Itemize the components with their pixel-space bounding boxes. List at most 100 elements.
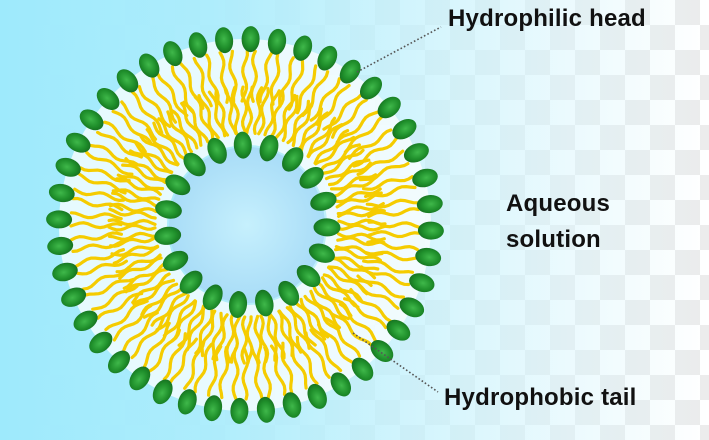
lipid-head	[241, 26, 260, 53]
lipid-tail	[285, 306, 311, 350]
lipid-tail	[85, 151, 134, 176]
lipid-head	[403, 143, 429, 163]
lipid-tail	[367, 207, 420, 219]
lipid-head	[377, 96, 401, 119]
lipid-tail	[150, 291, 188, 327]
leader-line-head	[356, 26, 442, 73]
lipid-tail	[335, 110, 380, 144]
lipid-head	[96, 87, 120, 111]
lipid-tail	[185, 304, 206, 352]
lipid-head	[386, 319, 411, 341]
lipid-tail	[327, 265, 373, 287]
lipid-tail	[349, 288, 392, 323]
lipid-head	[412, 168, 438, 188]
lipid-head	[313, 218, 341, 237]
label-hydrophilic-head: Hydrophilic head	[448, 5, 646, 32]
lipid-tail	[331, 256, 377, 280]
lipid-tail	[367, 230, 421, 239]
lipid-tail	[73, 187, 126, 203]
lipid-head	[392, 118, 417, 140]
lipid-tail	[258, 51, 274, 104]
lipid-head	[89, 331, 113, 354]
lipid-head	[116, 69, 139, 93]
lipid-head	[230, 397, 249, 424]
lipid-tail	[205, 53, 220, 106]
lipid-tail	[313, 129, 350, 165]
lipid-tail	[358, 162, 410, 182]
lipid-tail	[335, 191, 383, 209]
lipid-tail	[253, 314, 263, 365]
lipid-tail	[230, 315, 242, 364]
lipid-tail	[157, 117, 188, 158]
lipid-tail	[69, 211, 123, 221]
lipid-tail	[299, 111, 329, 153]
lipid-tail	[230, 85, 240, 136]
lipid-tail	[218, 345, 230, 400]
lipid-head	[138, 53, 160, 78]
lipid-tail	[96, 292, 144, 320]
lipid-tail	[309, 328, 343, 373]
lipid-tail	[197, 94, 220, 140]
lipid-head	[296, 264, 321, 288]
lipid-tail	[309, 77, 341, 122]
lipid-head	[52, 262, 78, 282]
lipid-head	[282, 147, 304, 172]
lipid-tail	[132, 278, 176, 306]
lipid-tail	[111, 191, 159, 209]
lipid-tail	[111, 188, 161, 201]
label-aqueous-line1: Aqueous	[506, 190, 611, 217]
lipid-tail	[211, 311, 224, 361]
lipid-tail	[240, 49, 250, 103]
lipid-head	[267, 28, 287, 55]
lipid-tail	[169, 108, 199, 150]
lipid-tail	[170, 299, 198, 343]
lipid-tail	[177, 304, 206, 347]
lipid-tail	[130, 316, 165, 360]
lipid-head	[188, 32, 208, 58]
lipid-head	[308, 243, 335, 263]
lipid-tail	[108, 207, 157, 220]
lipid-tail	[320, 276, 360, 309]
lipid-head	[307, 383, 327, 409]
lipid-head	[416, 195, 443, 214]
lipid-head	[207, 137, 227, 164]
lipid-tail	[96, 130, 143, 159]
lipid-tail	[79, 166, 131, 183]
lipid-head	[278, 280, 300, 306]
lipid-tail	[231, 347, 240, 401]
lipid-tail	[142, 287, 183, 319]
lipid-head	[256, 396, 275, 423]
lipid-tail	[314, 135, 356, 166]
lipid-tail	[108, 202, 158, 214]
lipid-head	[255, 289, 274, 317]
lipid-tail	[107, 231, 158, 241]
lipid-tail	[139, 135, 180, 167]
lipid-tail	[245, 315, 254, 365]
lipid-tail	[168, 337, 198, 384]
label-aqueous-line2: solution	[506, 226, 601, 253]
lipid-head	[215, 27, 234, 54]
lipid-head	[259, 134, 279, 162]
lipid-head	[107, 350, 131, 374]
lipid-tail	[269, 90, 285, 138]
lipid-tail	[145, 128, 180, 166]
lipid-head	[317, 45, 338, 71]
lipid-head	[61, 287, 87, 307]
lipid-head	[202, 284, 223, 311]
lipid-tail	[269, 52, 281, 106]
lipid-tail	[324, 317, 362, 358]
lipid-head	[228, 291, 248, 318]
lipid-tail	[291, 101, 314, 148]
lipid-tail	[257, 87, 270, 136]
lipid-head	[129, 366, 151, 391]
lipid-tail	[151, 75, 178, 124]
lipid-head	[233, 131, 252, 159]
lipid-tail	[331, 256, 380, 271]
lipid-tail	[281, 94, 299, 143]
outer-hydrophilic-heads	[46, 26, 444, 424]
lipid-tail	[263, 89, 281, 137]
lipid-head	[65, 132, 91, 153]
lipid-tail	[76, 259, 128, 276]
lipid-tail	[240, 85, 249, 135]
